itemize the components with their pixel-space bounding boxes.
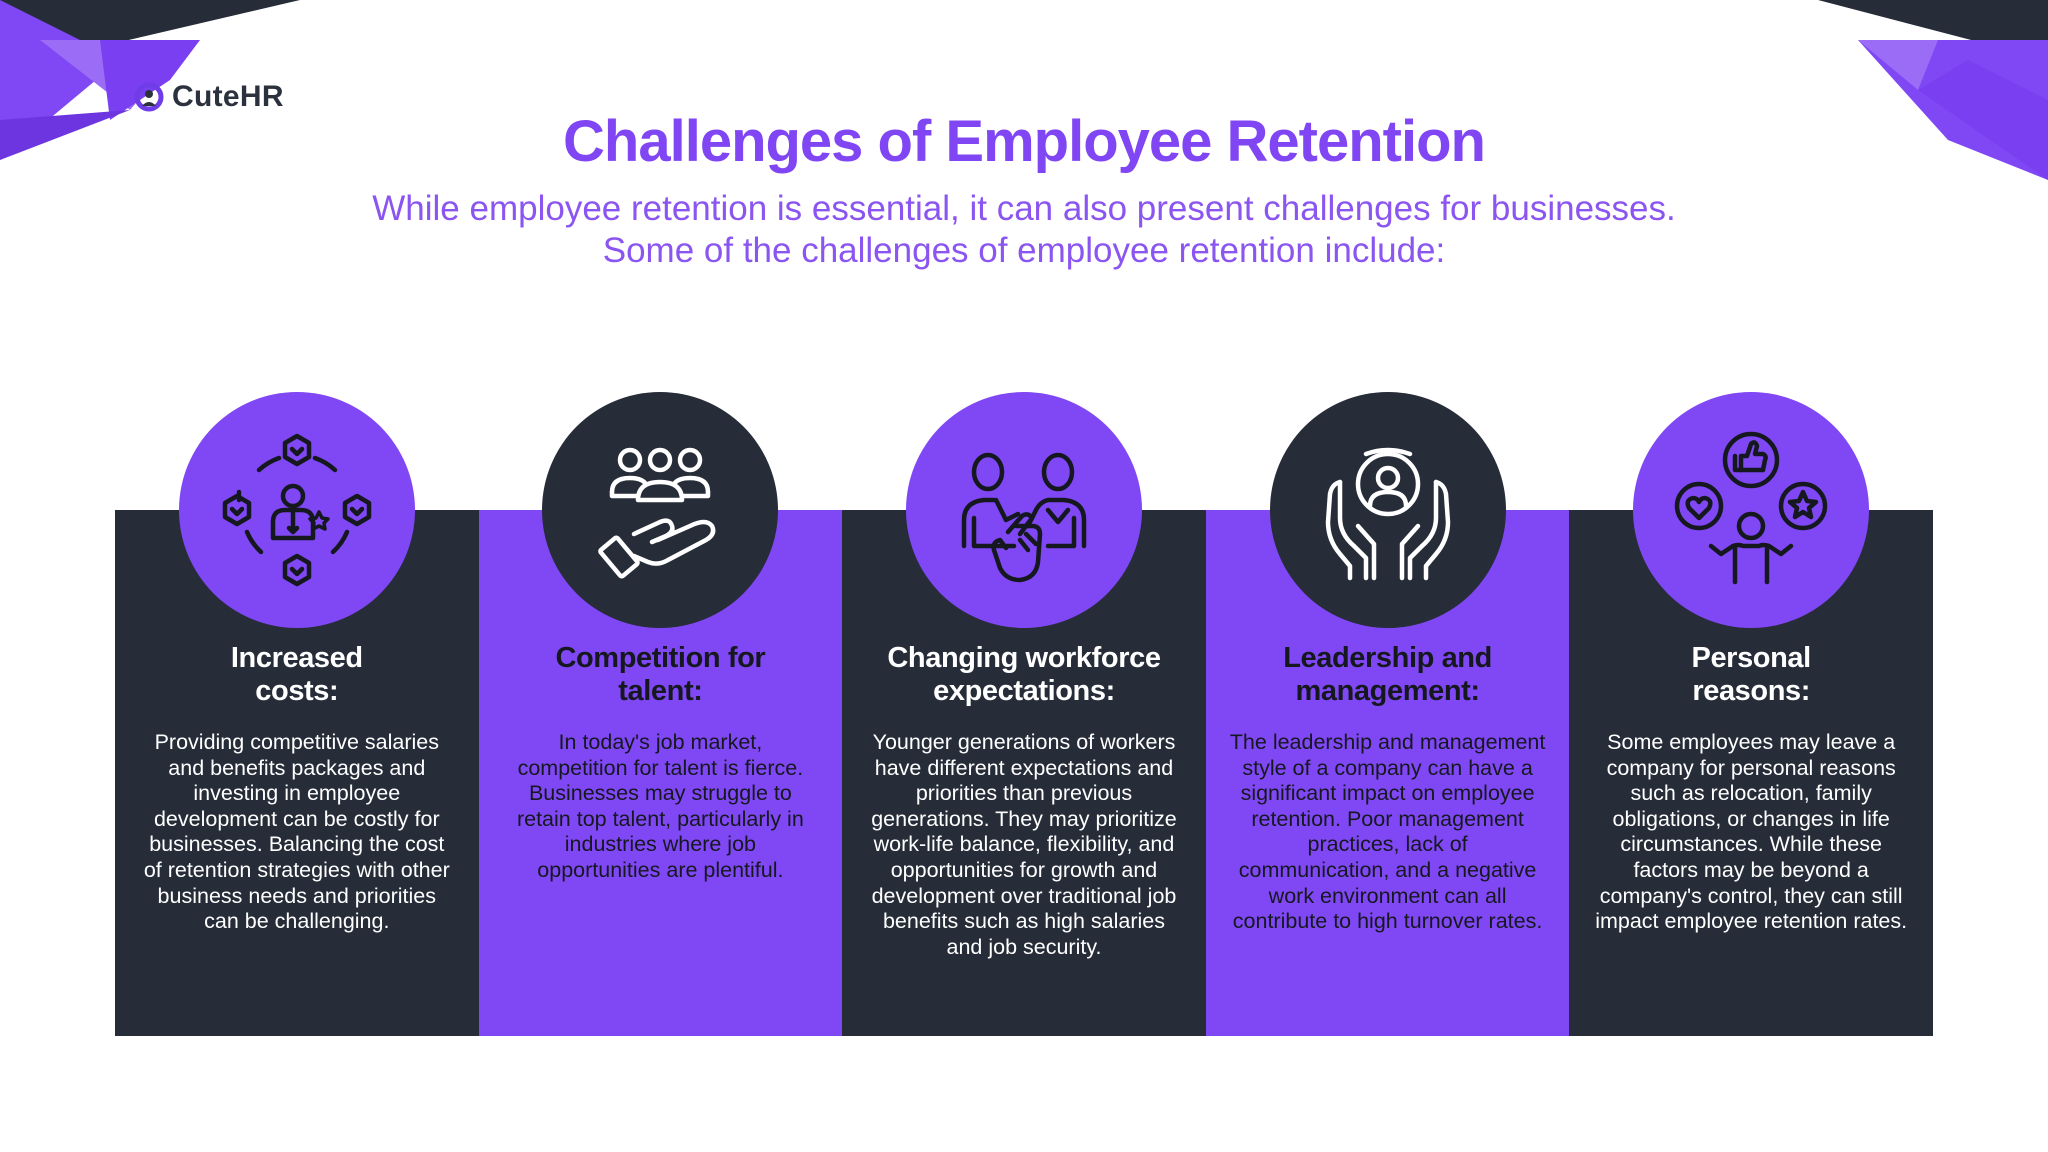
hands-supporting-person-icon — [1325, 447, 1450, 581]
challenge-icon-badge — [178, 392, 415, 628]
logo-icon — [134, 82, 164, 112]
brand-logo: CuteHR — [134, 80, 284, 114]
hand-holding-people-icon — [598, 447, 716, 579]
challenge-description: Younger generations of workers have diff… — [871, 730, 1177, 959]
corner-decoration-left — [0, 0, 300, 160]
challenge-title-line-2: costs: — [255, 675, 339, 707]
challenge-icon-badge — [1269, 392, 1506, 628]
challenge-title-line-1: Leadership and — [1283, 642, 1492, 674]
challenge-title-line-2: expectations: — [933, 675, 1115, 707]
challenge-card-personal-reasons: Personal reasons: Some employees may lea… — [1569, 392, 1933, 1036]
page-title: Challenges of Employee Retention — [563, 109, 1486, 174]
challenge-card-competition-for-talent: Competition for talent: In today's job m… — [478, 392, 843, 1036]
challenge-title: Competition for talent: — [489, 642, 833, 708]
challenge-description: Providing competitive salaries and benef… — [143, 730, 450, 934]
subtitle-line-1: While employee retention is essential, i… — [372, 189, 1676, 228]
challenge-title-line-1: Increased — [230, 642, 363, 674]
network-person-icon — [222, 433, 372, 587]
challenge-title: Increased costs: — [125, 642, 469, 708]
challenge-description: In today's job market, competition for t… — [516, 730, 804, 882]
person-choices-icon — [1674, 431, 1828, 585]
corner-decoration-right — [1818, 0, 2048, 180]
challenge-title: Leadership and management: — [1216, 642, 1560, 708]
challenge-card-increased-costs: Increased costs: Providing competitive s… — [115, 392, 479, 1036]
challenge-card-changing-workforce-expectations: Changing workforce expectations: Younger… — [842, 392, 1206, 1036]
challenges-band: Increased costs: Providing competitive s… — [115, 392, 1933, 1036]
challenge-icon-badge — [1633, 392, 1870, 628]
challenge-card-leadership-and-management: Leadership and management: The leadershi… — [1205, 392, 1570, 1036]
logo-text: CuteHR — [172, 80, 284, 113]
clapping-people-icon — [961, 452, 1087, 583]
challenge-title-line-1: Personal — [1691, 642, 1812, 674]
challenge-description: Some employees may leave a company for p… — [1595, 730, 1908, 934]
challenge-icon-badge — [542, 392, 779, 628]
challenge-title: Changing workforce expectations: — [852, 642, 1196, 708]
challenge-title-line-1: Changing workforce — [887, 642, 1161, 674]
challenge-title-line-2: management: — [1295, 675, 1481, 707]
challenge-icon-badge — [905, 392, 1142, 628]
challenge-title-line-1: Competition for — [555, 642, 766, 674]
subtitle-line-2: Some of the challenges of employee reten… — [602, 231, 1446, 270]
challenge-title-line-2: reasons: — [1692, 675, 1811, 707]
challenge-description: The leadership and management style of a… — [1229, 730, 1546, 934]
page-subtitle: While employee retention is essential, i… — [224, 188, 1824, 272]
challenge-title-line-2: talent: — [618, 675, 703, 707]
challenge-title: Personal reasons: — [1579, 642, 1923, 708]
